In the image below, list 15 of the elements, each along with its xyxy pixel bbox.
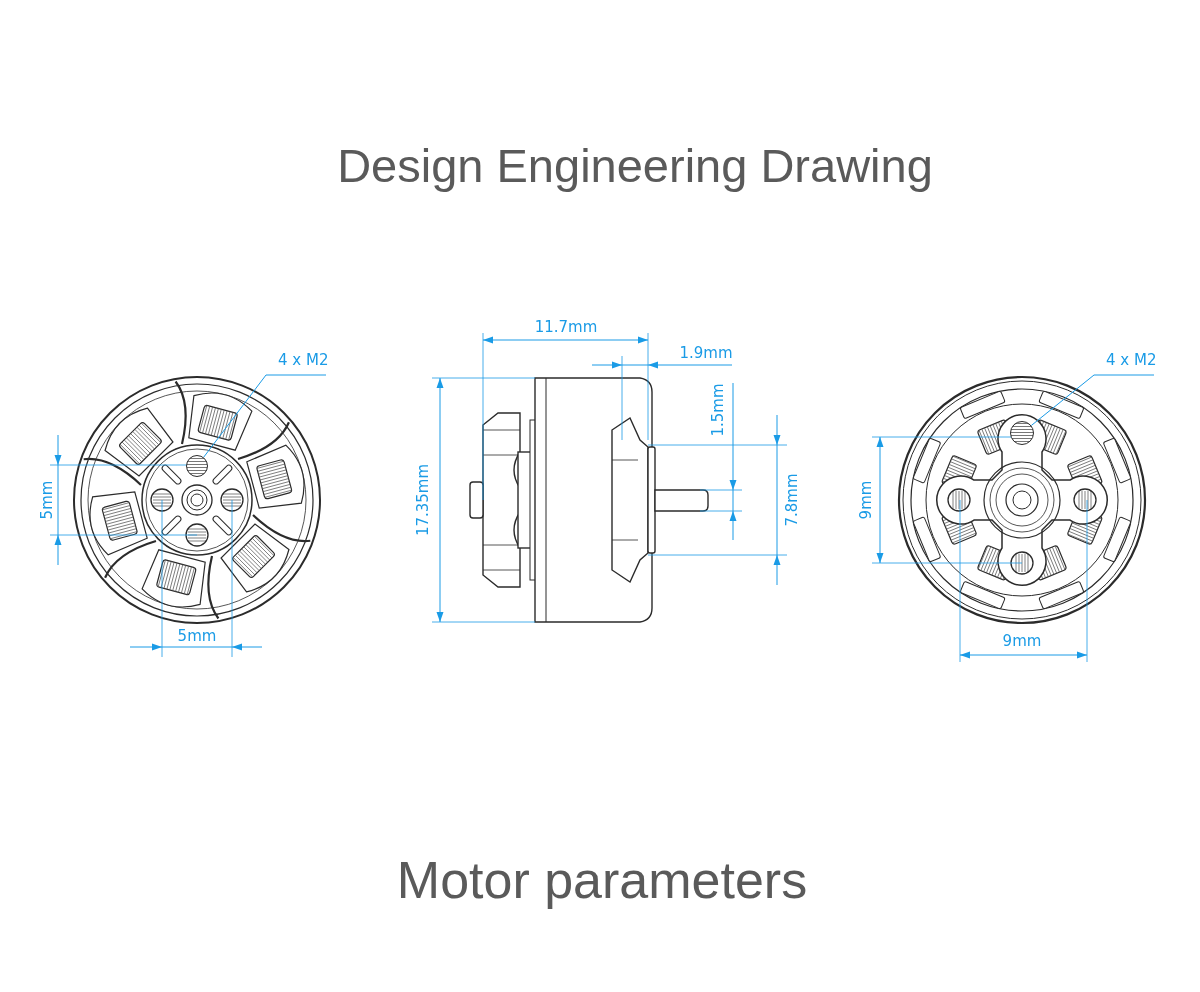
caption: Motor parameters	[395, 850, 809, 910]
dimension-label: 17.35mm	[415, 463, 431, 537]
dimension-label: 5mm	[177, 628, 217, 644]
callout-label: 4 x M2	[276, 353, 331, 371]
leader-line	[1030, 374, 1155, 426]
dimension-label: 1.9mm	[679, 345, 733, 361]
dimension-label: 9mm	[858, 480, 874, 520]
dimension-label: 11.7mm	[534, 319, 598, 335]
dimension-label: 5mm	[39, 480, 55, 520]
callout-label: 4 x M2	[1104, 353, 1159, 371]
title: Design Engineering Drawing	[336, 138, 934, 193]
leader-line	[203, 374, 327, 458]
dimension-label: 7.8mm	[784, 473, 800, 527]
dimension-label: 1.5mm	[710, 383, 726, 437]
dimension-label: 9mm	[1002, 633, 1042, 649]
